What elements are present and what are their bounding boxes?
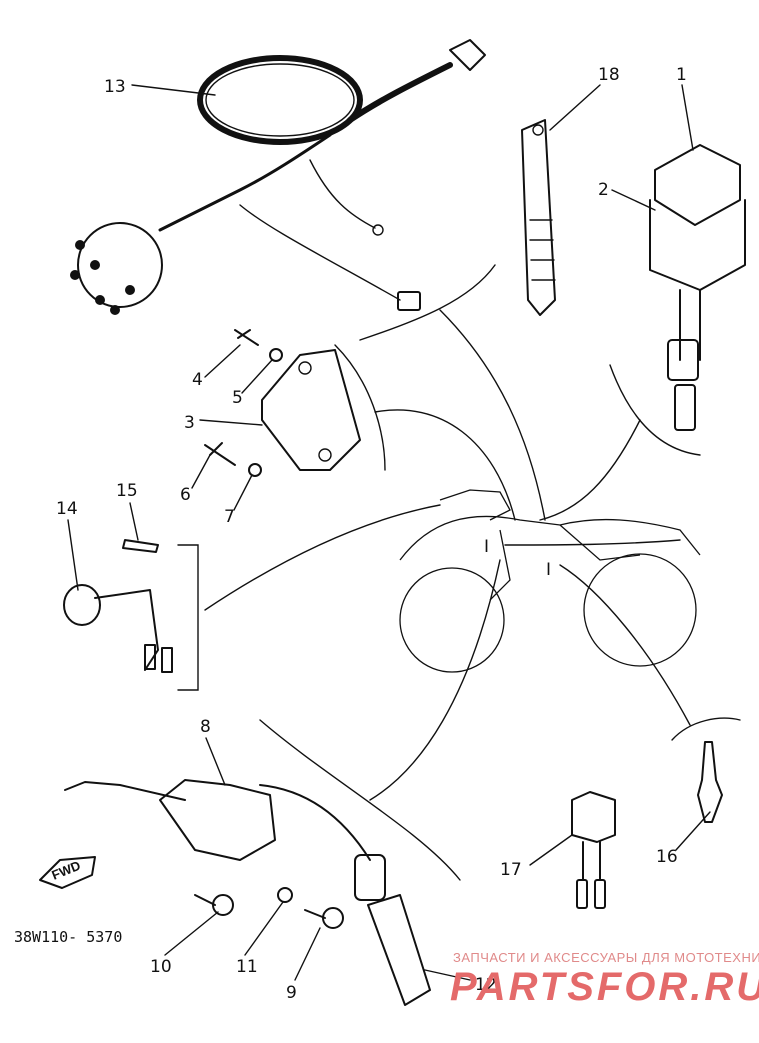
callout-12: 12 [475, 975, 497, 995]
watermark: ЗАПЧАСТИ И АКСЕССУАРЫ ДЛЯ МОТОТЕХНИКИ PA… [450, 950, 759, 1009]
callout-6: 6 [180, 485, 191, 505]
watermark-tagline: ЗАПЧАСТИ И АКСЕССУАРЫ ДЛЯ МОТОТЕХНИКИ [453, 950, 759, 965]
callout-9: 9 [286, 983, 297, 1003]
callout-8: 8 [200, 717, 211, 737]
leader-lines [67, 84, 711, 981]
callout-5: 5 [232, 388, 243, 408]
main-switch [649, 144, 746, 431]
callout-16: 16 [656, 847, 678, 867]
callout-15: 15 [116, 481, 138, 501]
callout-7: 7 [224, 507, 235, 527]
callout-3: 3 [184, 413, 195, 433]
callout-1: 1 [676, 65, 687, 85]
ignition-coil [64, 779, 431, 1006]
spark-plug [697, 741, 723, 823]
callout-4: 4 [192, 370, 203, 390]
diagram-code: 38W110- 5370 [14, 928, 122, 946]
relay [571, 791, 616, 909]
callout-13: 13 [104, 77, 126, 97]
frame-mark-2: I [546, 560, 551, 580]
callout-18: 18 [598, 65, 620, 85]
cdi-unit [204, 329, 361, 477]
callout-11: 11 [236, 957, 258, 977]
callout-17: 17 [500, 860, 522, 880]
callout-2: 2 [598, 180, 609, 200]
plug-cap [63, 539, 173, 673]
callout-labels: 13 18 1 2 4 5 3 6 7 14 15 8 10 11 9 12 1… [56, 65, 687, 1003]
watermark-brand: PARTSFOR.RU [450, 965, 759, 1009]
callout-10: 10 [150, 957, 172, 977]
fwd-label: FWD [50, 858, 83, 883]
motorcycle-outline [399, 489, 701, 673]
wire-harness [70, 39, 486, 315]
cable-tie [521, 119, 556, 316]
callout-14: 14 [56, 499, 78, 519]
frame-mark-1: I [484, 537, 489, 557]
routing-lines [177, 264, 741, 881]
fwd-arrow-icon: FWD [39, 856, 96, 889]
